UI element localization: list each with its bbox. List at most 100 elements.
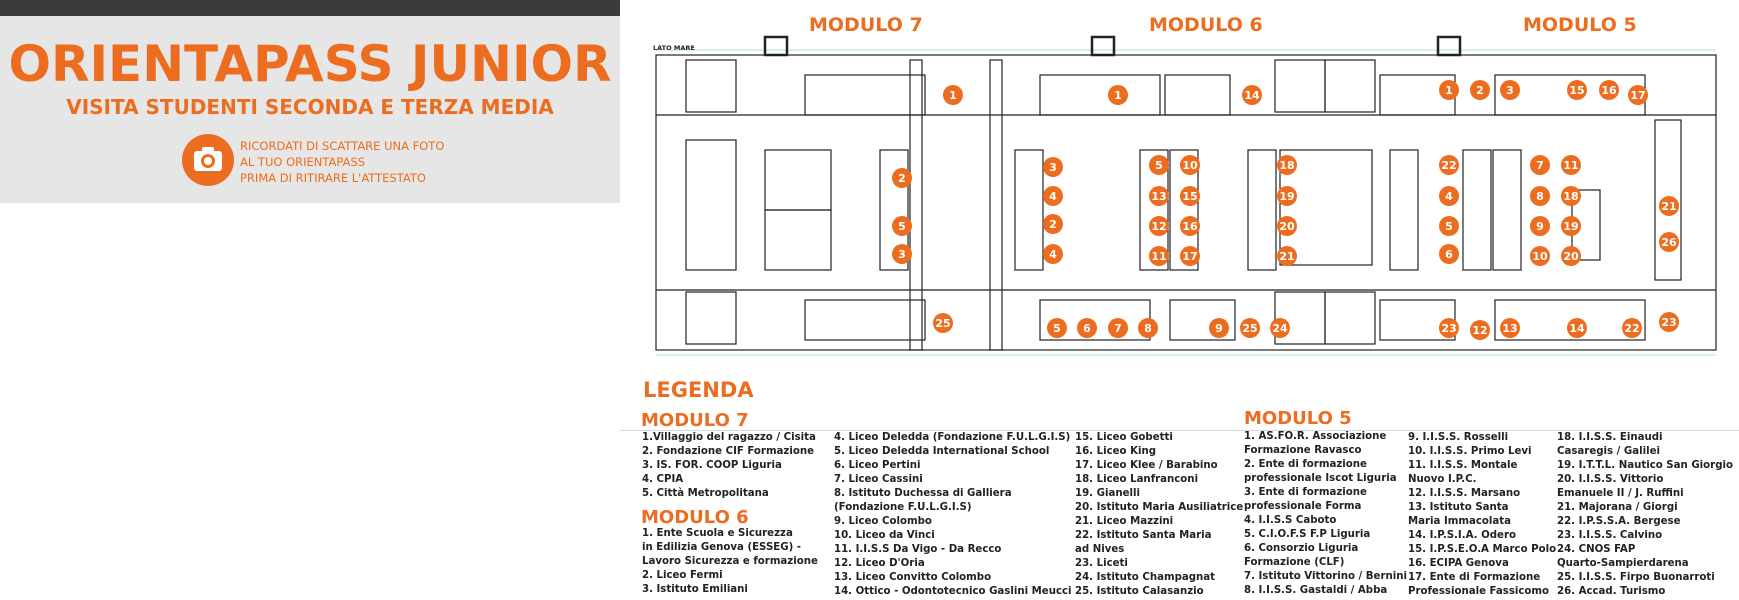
stand-marker: 12 (1149, 216, 1169, 236)
stand-marker: 9 (1209, 318, 1229, 338)
stand-marker-circle (892, 168, 912, 188)
stand-marker-circle (1047, 318, 1067, 338)
stand-number: 12 (1472, 324, 1487, 337)
legend-item: 1. Ente Scuola e Sicurezza (642, 528, 793, 539)
stand-number: 22 (1624, 322, 1639, 335)
legend-item: Formazione (CLF) (1244, 557, 1345, 568)
legend-item: (Fondazione F.U.L.G.I.S) (834, 502, 972, 513)
stand-number: 10 (1182, 159, 1198, 172)
legend-item: 4. Liceo Deledda (Fondazione F.U.L.G.I.S… (834, 432, 1071, 443)
stand-marker-circle (1043, 244, 1063, 264)
stand-marker-circle (1599, 80, 1619, 100)
stand-marker: 5 (892, 216, 912, 236)
stand-number: 19 (1279, 190, 1294, 203)
legend-item: Formazione Ravasco (1244, 445, 1362, 456)
legend-item: 4. I.I.S.S Caboto (1244, 515, 1337, 526)
legend-item: 8. Istituto Duchessa di Galliera (834, 488, 1012, 499)
stand-marker-circle (1567, 318, 1587, 338)
stand-number: 2 (898, 172, 906, 185)
legend-item: 21. Liceo Mazzini (1075, 516, 1174, 527)
legend-modulo7-list: 1.Villaggio del ragazzo / Cisita 2. Fond… (642, 431, 816, 501)
stand-marker: 10 (1530, 246, 1550, 266)
stand-marker-circle (1622, 318, 1642, 338)
stand-marker: 15 (1180, 186, 1200, 206)
stand-marker: 25 (933, 313, 953, 333)
legend-modulo5-col1: 1. AS.FO.R. Associazione Formazione Rava… (1244, 430, 1407, 598)
stand-marker: 7 (1108, 318, 1128, 338)
legend-modulo6-title: MODULO 6 (641, 507, 749, 528)
page-subtitle: VISITA STUDENTI SECONDA E TERZA MEDIA (66, 95, 554, 119)
legend-item: 9. Liceo Colombo (834, 516, 932, 527)
stand-marker-circle (1043, 214, 1063, 234)
stand-number: 4 (1049, 248, 1057, 261)
stand-marker: 15 (1567, 80, 1587, 100)
stand-number: 13 (1151, 190, 1166, 203)
stand-marker-circle (1149, 186, 1169, 206)
stand-marker: 7 (1530, 155, 1550, 175)
stand-marker: 8 (1138, 318, 1158, 338)
stand-marker-circle (1277, 186, 1297, 206)
legend-item: 1. AS.FO.R. Associazione (1244, 431, 1387, 442)
stand-number: 20 (1563, 250, 1579, 263)
stand-number: 5 (1053, 322, 1061, 335)
stand-number: 5 (898, 220, 906, 233)
stand-marker: 24 (1270, 318, 1290, 338)
stand-marker-circle (1277, 246, 1297, 266)
legend-item: 17. Liceo Klee / Barabino (1075, 460, 1218, 471)
stand-marker: 4 (1439, 186, 1459, 206)
stand-marker-circle (1108, 85, 1128, 105)
legend-item: Lavoro Sicurezza e formazione (642, 556, 818, 567)
stand-marker: 17 (1180, 246, 1200, 266)
stand-marker-circle (1439, 80, 1459, 100)
legend-item: Professionale Fassicomo (1408, 586, 1550, 597)
stand-marker: 8 (1530, 186, 1550, 206)
stand-marker-circle (1270, 318, 1290, 338)
stand-number: 7 (1536, 159, 1544, 172)
stand-number: 6 (1445, 248, 1453, 261)
legend-modulo7-title: MODULO 7 (641, 410, 749, 431)
stand-marker: 22 (1622, 318, 1642, 338)
legend-item: 21. Majorana / Giorgi (1557, 502, 1678, 513)
legend-item: 17. Ente di Formazione (1408, 572, 1541, 583)
legend-item: 3. Istituto Emiliani (642, 584, 748, 595)
legend-item: 18. Liceo Lanfranconi (1075, 474, 1199, 485)
stand-marker: 14 (1242, 85, 1262, 105)
stand-number: 5 (1155, 159, 1163, 172)
legend-item: 12. Liceo D'Oria (834, 558, 925, 569)
note-line: PRIMA DI RITIRARE L'ATTESTATO (240, 171, 426, 185)
legend-item: 11. I.I.S.S Da Vigo - Da Recco (834, 544, 1002, 555)
stand-marker-circle (1180, 155, 1200, 175)
stand-number: 9 (1536, 220, 1544, 233)
legend-item: 25. I.I.S.S. Firpo Buonarroti (1557, 572, 1715, 583)
legend-item: Casaregis / Galilei (1557, 446, 1660, 457)
legend-modulo5-title: MODULO 5 (1244, 408, 1352, 429)
legend-item: in Edilizia Genova (ESSEG) - (642, 542, 802, 553)
stand-marker-circle (1561, 216, 1581, 236)
stand-marker: 23 (1659, 312, 1679, 332)
stand-marker: 19 (1561, 216, 1581, 236)
stand-marker-circle (1138, 318, 1158, 338)
stand-marker-circle (1530, 186, 1550, 206)
stand-number: 24 (1272, 322, 1288, 335)
stand-marker-circle (1439, 318, 1459, 338)
stand-number: 25 (935, 317, 950, 330)
legend-item: 23. I.I.S.S. Calvino (1557, 530, 1663, 541)
legend-item: 11. I.I.S.S. Montale (1408, 460, 1518, 471)
stand-marker: 2 (1470, 80, 1490, 100)
legend-item: 5. Città Metropolitana (642, 488, 769, 499)
legend-modulo5-col3: 18. I.I.S.S. Einaudi Casaregis / Galilei… (1557, 431, 1733, 599)
stand-number: 12 (1151, 220, 1166, 233)
stand-marker-circle (1149, 155, 1169, 175)
legend-modulo6-col2: 4. Liceo Deledda (Fondazione F.U.L.G.I.S… (834, 431, 1072, 599)
stand-number: 21 (1279, 250, 1294, 263)
stand-marker-circle (892, 216, 912, 236)
stand-marker: 20 (1277, 216, 1297, 236)
stand-marker-circle (1659, 232, 1679, 252)
stand-marker: 17 (1628, 85, 1648, 105)
stand-number: 11 (1563, 159, 1578, 172)
legend-item: Emanuele II / J. Ruffini (1557, 488, 1684, 499)
stand-marker: 3 (1043, 157, 1063, 177)
stand-marker-circle (1659, 196, 1679, 216)
legend-item: 1.Villaggio del ragazzo / Cisita (642, 432, 816, 443)
legend-item: 5. Liceo Deledda International School (834, 446, 1050, 457)
